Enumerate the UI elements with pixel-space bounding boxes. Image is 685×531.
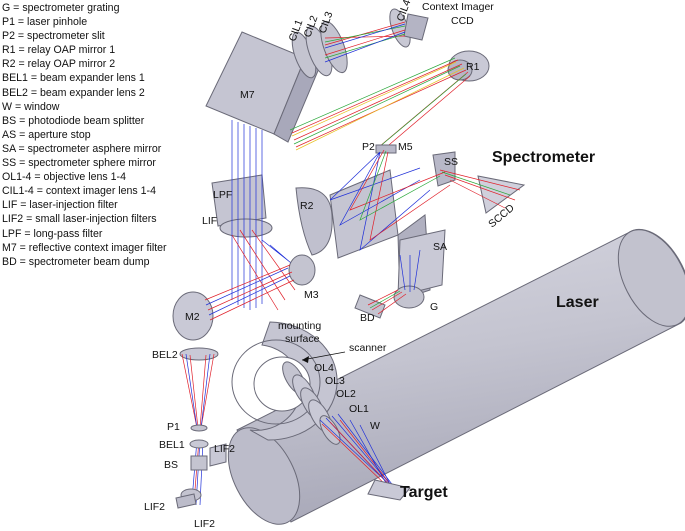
label-r1: R1	[466, 61, 480, 73]
label-surface: surface	[285, 333, 320, 345]
relay-rays	[289, 57, 471, 151]
legend-entry: AS = aperture stop	[2, 128, 91, 141]
legend-entry: BS = photodiode beam splitter	[2, 114, 145, 127]
context-imager-assembly	[205, 8, 411, 143]
legend-entry: LIF = laser-injection filter	[2, 199, 118, 212]
label-ol1: OL1	[349, 403, 369, 415]
label-p2: P2	[362, 141, 375, 153]
legend-entry: G = spectrometer grating	[2, 2, 120, 14]
label-g: G	[430, 301, 438, 313]
label-w: W	[370, 420, 380, 432]
label-ol4: OL4	[314, 362, 334, 374]
label-lpf: LPF	[213, 189, 232, 201]
relay-oap-mirror-r2	[295, 187, 333, 256]
label-m7: M7	[240, 89, 255, 101]
bel1-lens	[189, 439, 209, 449]
legend-entry: SS = spectrometer sphere mirror	[2, 157, 156, 170]
label-target: Target	[400, 484, 448, 501]
m2-m3-rays	[204, 264, 295, 321]
spectrometer-rays	[329, 149, 521, 315]
mirror-m3	[288, 254, 316, 286]
legend-entry: BEL2 = beam expander lens 2	[2, 86, 145, 99]
context-imager-ccd	[403, 13, 429, 41]
label-p1: P1	[167, 421, 180, 433]
label-bel2: BEL2	[152, 349, 178, 361]
laser-pinhole-p1	[190, 424, 208, 432]
label-context-imager: Context Imager	[422, 1, 494, 13]
legend-entry: BEL1 = beam expander lens 1	[2, 72, 145, 85]
diagram-labels: CIL1 CIL2 CIL3 CIL4 Context Imager CCD R…	[144, 0, 599, 530]
legend-entry: R1 = relay OAP mirror 1	[2, 44, 116, 57]
label-r2: R2	[300, 200, 314, 212]
scanner-leader	[301, 351, 346, 363]
label-laser: Laser	[556, 294, 599, 311]
spectrometer-housing	[329, 144, 526, 319]
label-sa: SA	[433, 241, 447, 253]
label-lif2-bottom: LIF2	[194, 518, 215, 530]
label-lif: LIF	[202, 215, 217, 227]
label-bs: BS	[164, 459, 178, 471]
legend-entry: LIF2 = small laser-injection filters	[2, 213, 157, 226]
component-legend: G = spectrometer grating P1 = laser pinh…	[2, 1, 212, 269]
label-bel1: BEL1	[159, 439, 185, 451]
beam-splitter-bs	[190, 455, 208, 471]
small-laser-injection-filters	[175, 443, 227, 509]
label-bd: BD	[360, 312, 375, 324]
label-m3: M3	[304, 289, 319, 301]
legend-entry: P2 = spectrometer slit	[2, 30, 105, 43]
legend-entry: CIL1-4 = context imager lens 1-4	[2, 185, 156, 198]
label-ol2: OL2	[336, 388, 356, 400]
label-mounting: mounting	[278, 320, 321, 332]
legend-entry: BD = spectrometer beam dump	[2, 255, 150, 268]
objective-lens-stack	[282, 361, 341, 445]
context-imager-rays	[324, 21, 406, 63]
mirror-m2	[172, 291, 214, 341]
label-ol3: OL3	[325, 375, 345, 387]
legend-entry: P1 = laser pinhole	[2, 16, 88, 29]
long-pass-filter	[211, 174, 267, 227]
label-lif2-right: LIF2	[214, 443, 235, 455]
label-lif2-left: LIF2	[144, 501, 165, 513]
target-plane	[367, 479, 411, 501]
label-scanner: scanner	[349, 342, 387, 354]
target-rays	[319, 413, 399, 495]
legend-entry: M7 = reflective context imager filter	[2, 241, 167, 254]
legend-entry: W = window	[2, 100, 60, 113]
label-ccd: CCD	[451, 15, 474, 27]
label-spectrometer: Spectrometer	[492, 149, 595, 166]
legend-entry: SA = spectrometer asphere mirror	[2, 142, 162, 155]
legend-entry: R2 = relay OAP mirror 2	[2, 58, 116, 71]
legend-entry: OL1-4 = objective lens 1-4	[2, 171, 126, 184]
label-ss: SS	[444, 156, 458, 168]
label-m2: M2	[185, 311, 200, 323]
label-m5: M5	[398, 141, 413, 153]
bel2-lens	[179, 347, 219, 361]
legend-entry: LPF = long-pass filter	[2, 227, 103, 240]
laser-housing	[227, 228, 685, 525]
laser-injection-filter	[219, 218, 273, 238]
